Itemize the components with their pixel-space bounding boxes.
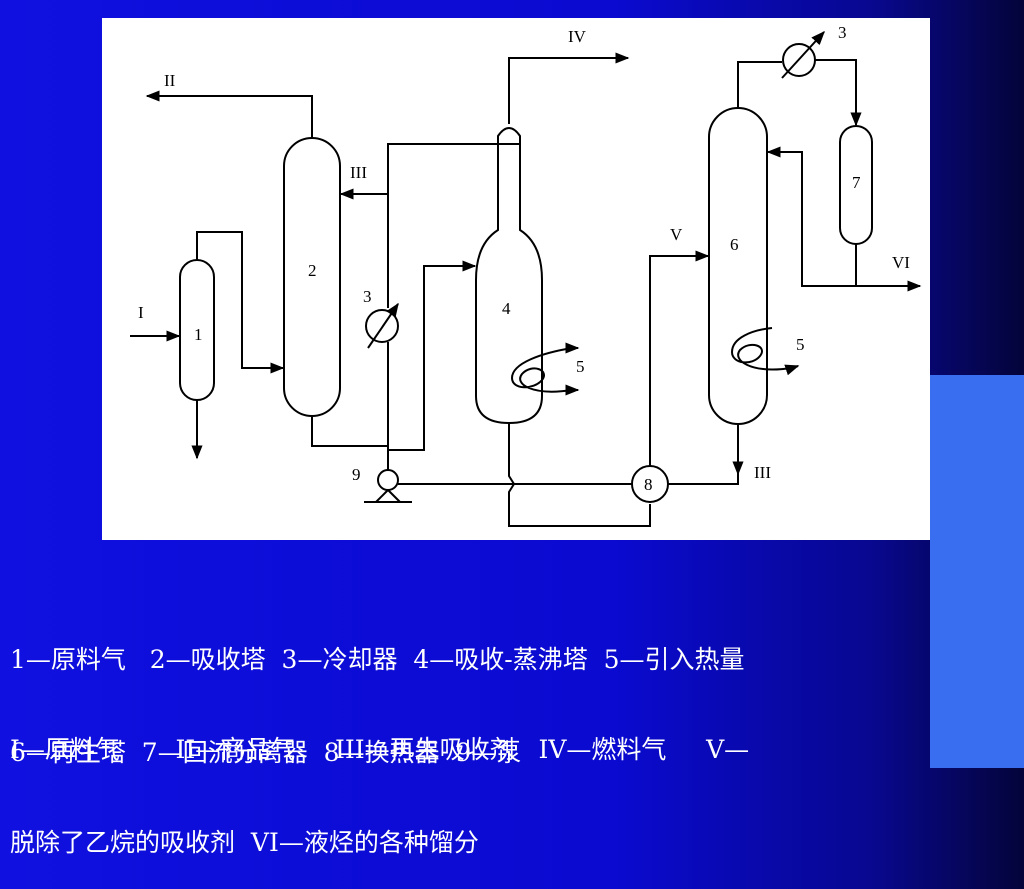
unit-8-label: 8 bbox=[644, 475, 653, 494]
unit-3-left-label: 3 bbox=[363, 287, 372, 306]
unit-4-label: 4 bbox=[502, 299, 511, 318]
unit-3-right-label: 3 bbox=[838, 23, 847, 42]
unit-2-label: 2 bbox=[308, 261, 317, 280]
unit-7-label: 7 bbox=[852, 173, 861, 192]
legend-units: 1—原料气 2—吸收塔 3—冷却器 4—吸收-蒸沸塔 5—引入热量 6—再生塔 … bbox=[10, 582, 1010, 799]
heater-coil-5-right bbox=[730, 327, 793, 371]
legend-line-1: 1—原料气 2—吸收塔 3—冷却器 4—吸收-蒸沸塔 5—引入热量 bbox=[10, 645, 745, 674]
unit-5-left-label: 5 bbox=[576, 357, 585, 376]
pump-9 bbox=[377, 469, 399, 491]
stream-II-label: II bbox=[164, 71, 176, 90]
stream-V-label: V bbox=[670, 225, 683, 244]
stream-I-label: I bbox=[138, 303, 144, 322]
unit-9-label: 9 bbox=[352, 465, 361, 484]
stream-III-top-label: III bbox=[350, 163, 367, 182]
unit-1-label: 1 bbox=[194, 325, 203, 344]
stream-VI-label: VI bbox=[892, 253, 910, 272]
unit-6-label: 6 bbox=[730, 235, 739, 254]
stream-IV-label: IV bbox=[568, 27, 587, 46]
legend-line-2: 6—再生塔 7—回流分离器 8—换热器 9—泵 bbox=[10, 738, 522, 767]
cooler-3-left bbox=[365, 309, 399, 343]
legend-streams: I—原料气 II—商品气 III—再生吸收剂 IV—燃料气 V— 脱除了乙烷的吸… bbox=[10, 672, 1010, 889]
diagram-svg: I II III IV V VI III 1 2 3 4 5 6 5 3 7 8… bbox=[130, 23, 922, 527]
absorber-reboiler-column-4 bbox=[475, 127, 543, 425]
legend-line-3: I—原料气 II—商品气 III—再生吸收剂 IV—燃料气 V— bbox=[10, 735, 750, 764]
legend-line-4: 脱除了乙烷的吸收剂 VI—液烃的各种馏分 bbox=[10, 828, 479, 857]
regenerator-column-6 bbox=[708, 107, 768, 425]
decorative-stripe bbox=[930, 375, 1024, 768]
stream-III-bottom-label: III bbox=[754, 463, 771, 482]
heater-coil-5-left bbox=[510, 347, 573, 393]
unit-5-right-label: 5 bbox=[796, 335, 805, 354]
process-flow-diagram: I II III IV V VI III 1 2 3 4 5 6 5 3 7 8… bbox=[102, 18, 930, 540]
